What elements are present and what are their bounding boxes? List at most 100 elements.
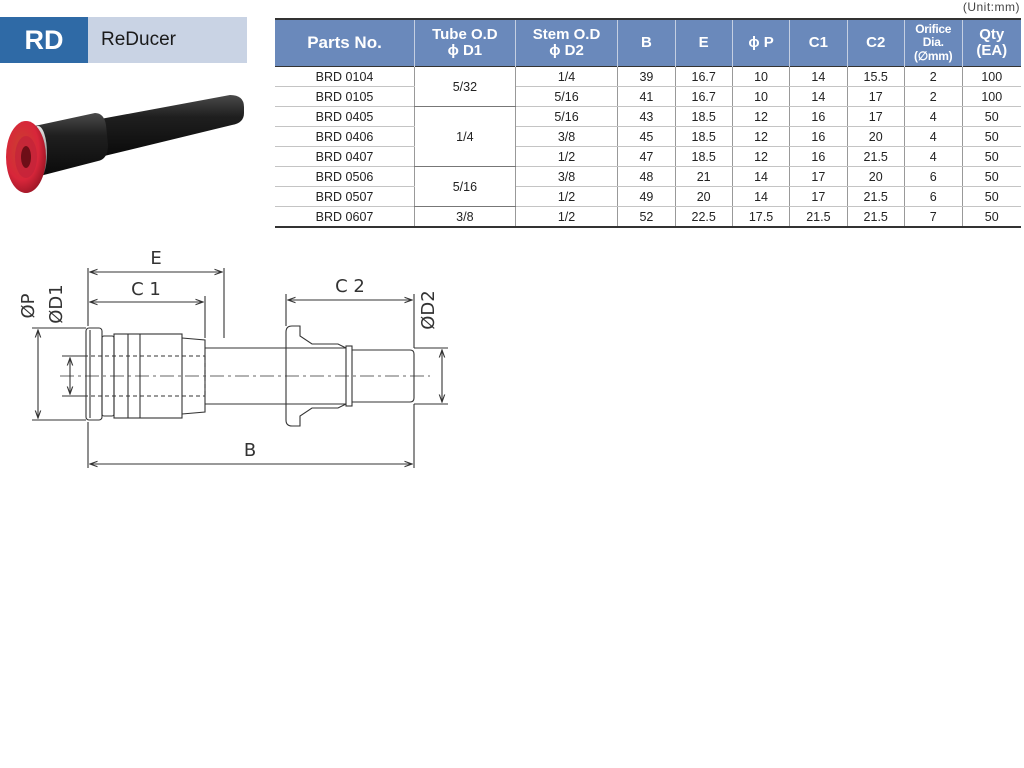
cell-c1: 14 xyxy=(789,86,848,107)
cell-c2: 15.5 xyxy=(847,66,905,87)
cell-part: BRD 0105 xyxy=(275,86,416,107)
dimension-drawing: E C 1 C 2 B ØP ØD1 ØD2 xyxy=(18,248,448,468)
dim-label-e: E xyxy=(150,248,161,269)
dim-label-d2: ØD2 xyxy=(418,290,439,329)
cell-d2: 3/8 xyxy=(515,166,619,187)
cell-d1: 5/16 xyxy=(414,166,516,207)
cell-qty: 100 xyxy=(962,66,1021,87)
dim-label-p: ØP xyxy=(18,293,39,318)
header-b: B xyxy=(617,18,676,67)
cell-p: 17.5 xyxy=(732,206,791,228)
cell-orifice: 7 xyxy=(904,206,963,228)
cell-p: 12 xyxy=(732,126,791,147)
cell-e: 20 xyxy=(675,186,733,207)
cell-c1: 14 xyxy=(789,66,848,87)
header-part-no: Parts No. xyxy=(275,18,416,67)
cell-b: 47 xyxy=(617,146,676,167)
header-stem-od: Stem O.D ϕ D2 xyxy=(515,18,619,67)
cell-c2: 20 xyxy=(847,126,905,147)
dim-label-c1: C 1 xyxy=(131,279,161,300)
cell-part: BRD 0506 xyxy=(275,166,416,187)
cell-part: BRD 0104 xyxy=(275,66,416,87)
header-qty: Qty (EA) xyxy=(962,18,1021,67)
cell-e: 18.5 xyxy=(675,126,733,147)
cell-orifice: 2 xyxy=(904,86,963,107)
cell-c2: 17 xyxy=(847,106,905,127)
cell-b: 41 xyxy=(617,86,676,107)
cell-part: BRD 0407 xyxy=(275,146,416,167)
cell-orifice: 4 xyxy=(904,146,963,167)
cell-c1: 16 xyxy=(789,146,848,167)
cell-b: 52 xyxy=(617,206,676,228)
cell-d2: 3/8 xyxy=(515,126,619,147)
cell-c2: 17 xyxy=(847,86,905,107)
cell-orifice: 4 xyxy=(904,106,963,127)
cell-d1: 5/32 xyxy=(414,66,516,107)
cell-p: 12 xyxy=(732,106,791,127)
header-c1: C1 xyxy=(789,18,848,67)
header-tube-od: Tube O.D ϕ D1 xyxy=(414,18,516,67)
dim-label-b: B xyxy=(244,440,256,461)
header-c2: C2 xyxy=(847,18,905,67)
cell-e: 21 xyxy=(675,166,733,187)
cell-c1: 16 xyxy=(789,106,848,127)
dim-label-c2: C 2 xyxy=(335,276,365,297)
cell-d2: 1/2 xyxy=(515,206,619,228)
cell-qty: 100 xyxy=(962,86,1021,107)
cell-d2: 5/16 xyxy=(515,106,619,127)
product-title-bar: RD ReDucer xyxy=(0,17,247,63)
cell-part: BRD 0607 xyxy=(275,206,416,228)
header-p: ϕ P xyxy=(732,18,791,67)
cell-qty: 50 xyxy=(962,126,1021,147)
cell-e: 22.5 xyxy=(675,206,733,228)
cell-p: 14 xyxy=(732,166,791,187)
cell-d2: 1/2 xyxy=(515,146,619,167)
cell-qty: 50 xyxy=(962,166,1021,187)
cell-qty: 50 xyxy=(962,106,1021,127)
cell-part: BRD 0405 xyxy=(275,106,416,127)
cell-part: BRD 0507 xyxy=(275,186,416,207)
cell-e: 18.5 xyxy=(675,146,733,167)
cell-b: 45 xyxy=(617,126,676,147)
header-orifice: Orifice Dia. (∅mm) xyxy=(904,18,963,67)
cell-p: 14 xyxy=(732,186,791,207)
spec-table: Parts No. Tube O.D ϕ D1 Stem O.D ϕ D2 B … xyxy=(275,18,1021,228)
cell-c1: 16 xyxy=(789,126,848,147)
product-code: RD xyxy=(0,17,88,63)
cell-d1: 3/8 xyxy=(414,206,516,228)
cell-d2: 5/16 xyxy=(515,86,619,107)
cell-part: BRD 0406 xyxy=(275,126,416,147)
cell-orifice: 6 xyxy=(904,166,963,187)
cell-p: 10 xyxy=(732,66,791,87)
cell-d2: 1/4 xyxy=(515,66,619,87)
cell-qty: 50 xyxy=(962,206,1021,228)
dim-label-d1: ØD1 xyxy=(46,284,67,323)
cell-b: 39 xyxy=(617,66,676,87)
cell-b: 49 xyxy=(617,186,676,207)
cell-qty: 50 xyxy=(962,146,1021,167)
cell-c2: 21.5 xyxy=(847,186,905,207)
product-photo xyxy=(6,95,244,193)
cell-p: 10 xyxy=(732,86,791,107)
cell-d2: 1/2 xyxy=(515,186,619,207)
cell-e: 16.7 xyxy=(675,66,733,87)
cell-orifice: 4 xyxy=(904,126,963,147)
unit-note: (Unit:mm) xyxy=(962,0,1020,14)
cell-p: 12 xyxy=(732,146,791,167)
product-name: ReDucer xyxy=(88,17,247,63)
spec-table-header-row: Parts No. Tube O.D ϕ D1 Stem O.D ϕ D2 B … xyxy=(275,18,1021,67)
cell-b: 48 xyxy=(617,166,676,187)
cell-c2: 21.5 xyxy=(847,206,905,228)
cell-qty: 50 xyxy=(962,186,1021,207)
cell-orifice: 6 xyxy=(904,186,963,207)
cell-e: 16.7 xyxy=(675,86,733,107)
cell-c1: 21.5 xyxy=(789,206,848,228)
cell-e: 18.5 xyxy=(675,106,733,127)
cell-orifice: 2 xyxy=(904,66,963,87)
